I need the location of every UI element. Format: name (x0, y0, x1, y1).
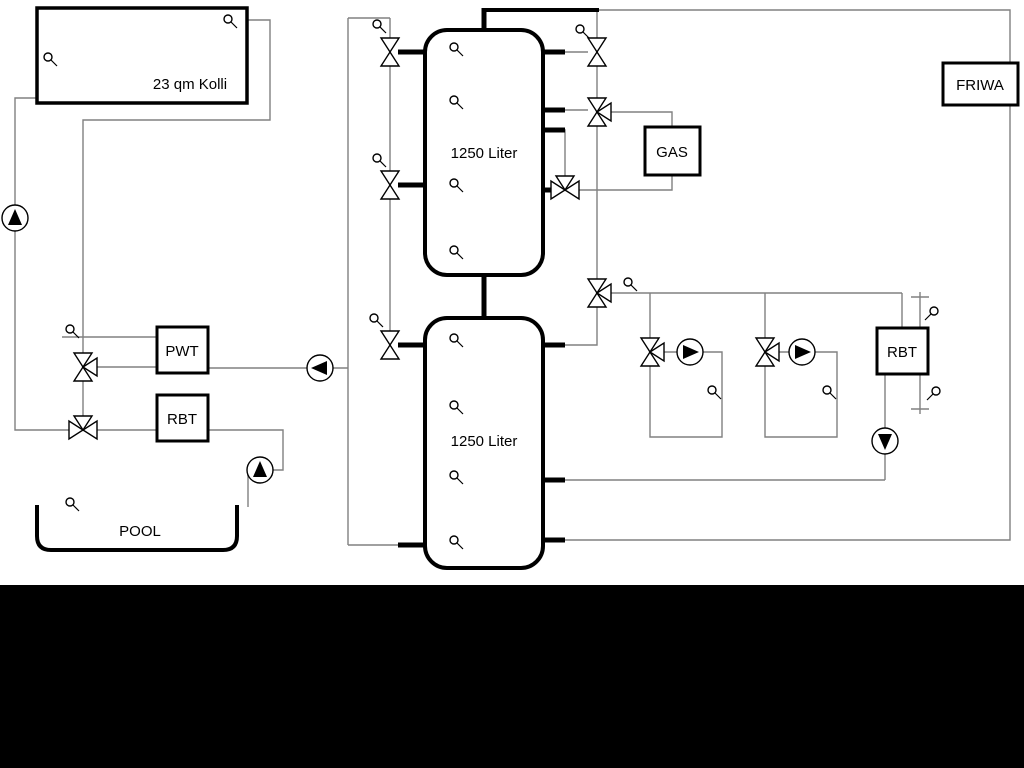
pump-heating-1-icon (676, 338, 704, 366)
tank-top-label: 1250 Liter (451, 145, 518, 162)
valve-1-sensor-icon (372, 19, 387, 34)
valve-heating-1-icon (640, 337, 665, 367)
friwa-label: FRIWA (956, 77, 1004, 94)
valve-tank-top-1-icon (380, 37, 400, 67)
valve-3-sensor-icon (369, 313, 384, 328)
heating-1-sensor-icon (707, 385, 722, 400)
buffer-tank-bottom (423, 316, 545, 570)
valve-gas-supply-icon (587, 97, 612, 127)
valve-pwt-icon (73, 352, 98, 382)
gas-boiler-box (643, 125, 702, 177)
valve-heating-header-icon (587, 278, 612, 308)
pipe-friwa-supply (599, 9, 1011, 63)
rbt-right-label: RBT (887, 344, 917, 361)
pump-solar-icon (1, 204, 29, 232)
pool-sensor-icon (65, 497, 80, 512)
gas-label: GAS (656, 144, 688, 161)
heating-2-sensor-icon (822, 385, 837, 400)
friwa-box (941, 61, 1020, 107)
pump-rbt-icon (871, 427, 899, 455)
valve-gas-return-icon (550, 175, 580, 200)
valve-rbt-icon (68, 415, 98, 440)
valve-heating-2-icon (755, 337, 780, 367)
pipe-gas-supply (605, 111, 673, 127)
footer-bar (0, 585, 1024, 768)
buffer-tank-top (423, 28, 545, 277)
valve-2-sensor-icon (372, 153, 387, 168)
tank-bottom-label: 1250 Liter (451, 433, 518, 450)
pipe-collector-loop (82, 19, 271, 430)
pool-label: POOL (119, 523, 161, 540)
pump-heating-2-icon (788, 338, 816, 366)
rbt-left-label: RBT (167, 411, 197, 428)
valve-tank-bottom-icon (380, 330, 400, 360)
valve-tank-top-2-icon (380, 170, 400, 200)
pipe-gas-return-branch (563, 129, 566, 183)
rbt-right-sensor-1-icon (924, 306, 939, 321)
pool-basin (35, 505, 239, 552)
pipe-gas-return (579, 175, 673, 191)
collector-label: 23 qm Kolli (153, 76, 227, 93)
heating-header-sensor-icon (623, 277, 638, 292)
pipe-heating-loop-2 (764, 293, 838, 438)
hydraulic-diagram: 23 qm Kolli 1250 Liter 1250 Liter GAS FR… (0, 0, 1024, 585)
pipe-pool-loop (208, 429, 284, 507)
pump-charge-icon (306, 354, 334, 382)
pump-pool-icon (246, 456, 274, 484)
pwt-line-sensor-icon (65, 324, 80, 339)
pipe-friwa-return (563, 105, 1011, 541)
rbt-right-box (875, 326, 930, 376)
valve-chain-top-icon (587, 37, 607, 67)
chain-sensor-icon (575, 24, 590, 39)
rbt-left-box (155, 393, 210, 443)
pwt-box (155, 325, 210, 375)
rbt-right-sensor-2-icon (926, 386, 941, 401)
pwt-label: PWT (165, 343, 198, 360)
collector-box (35, 6, 249, 105)
